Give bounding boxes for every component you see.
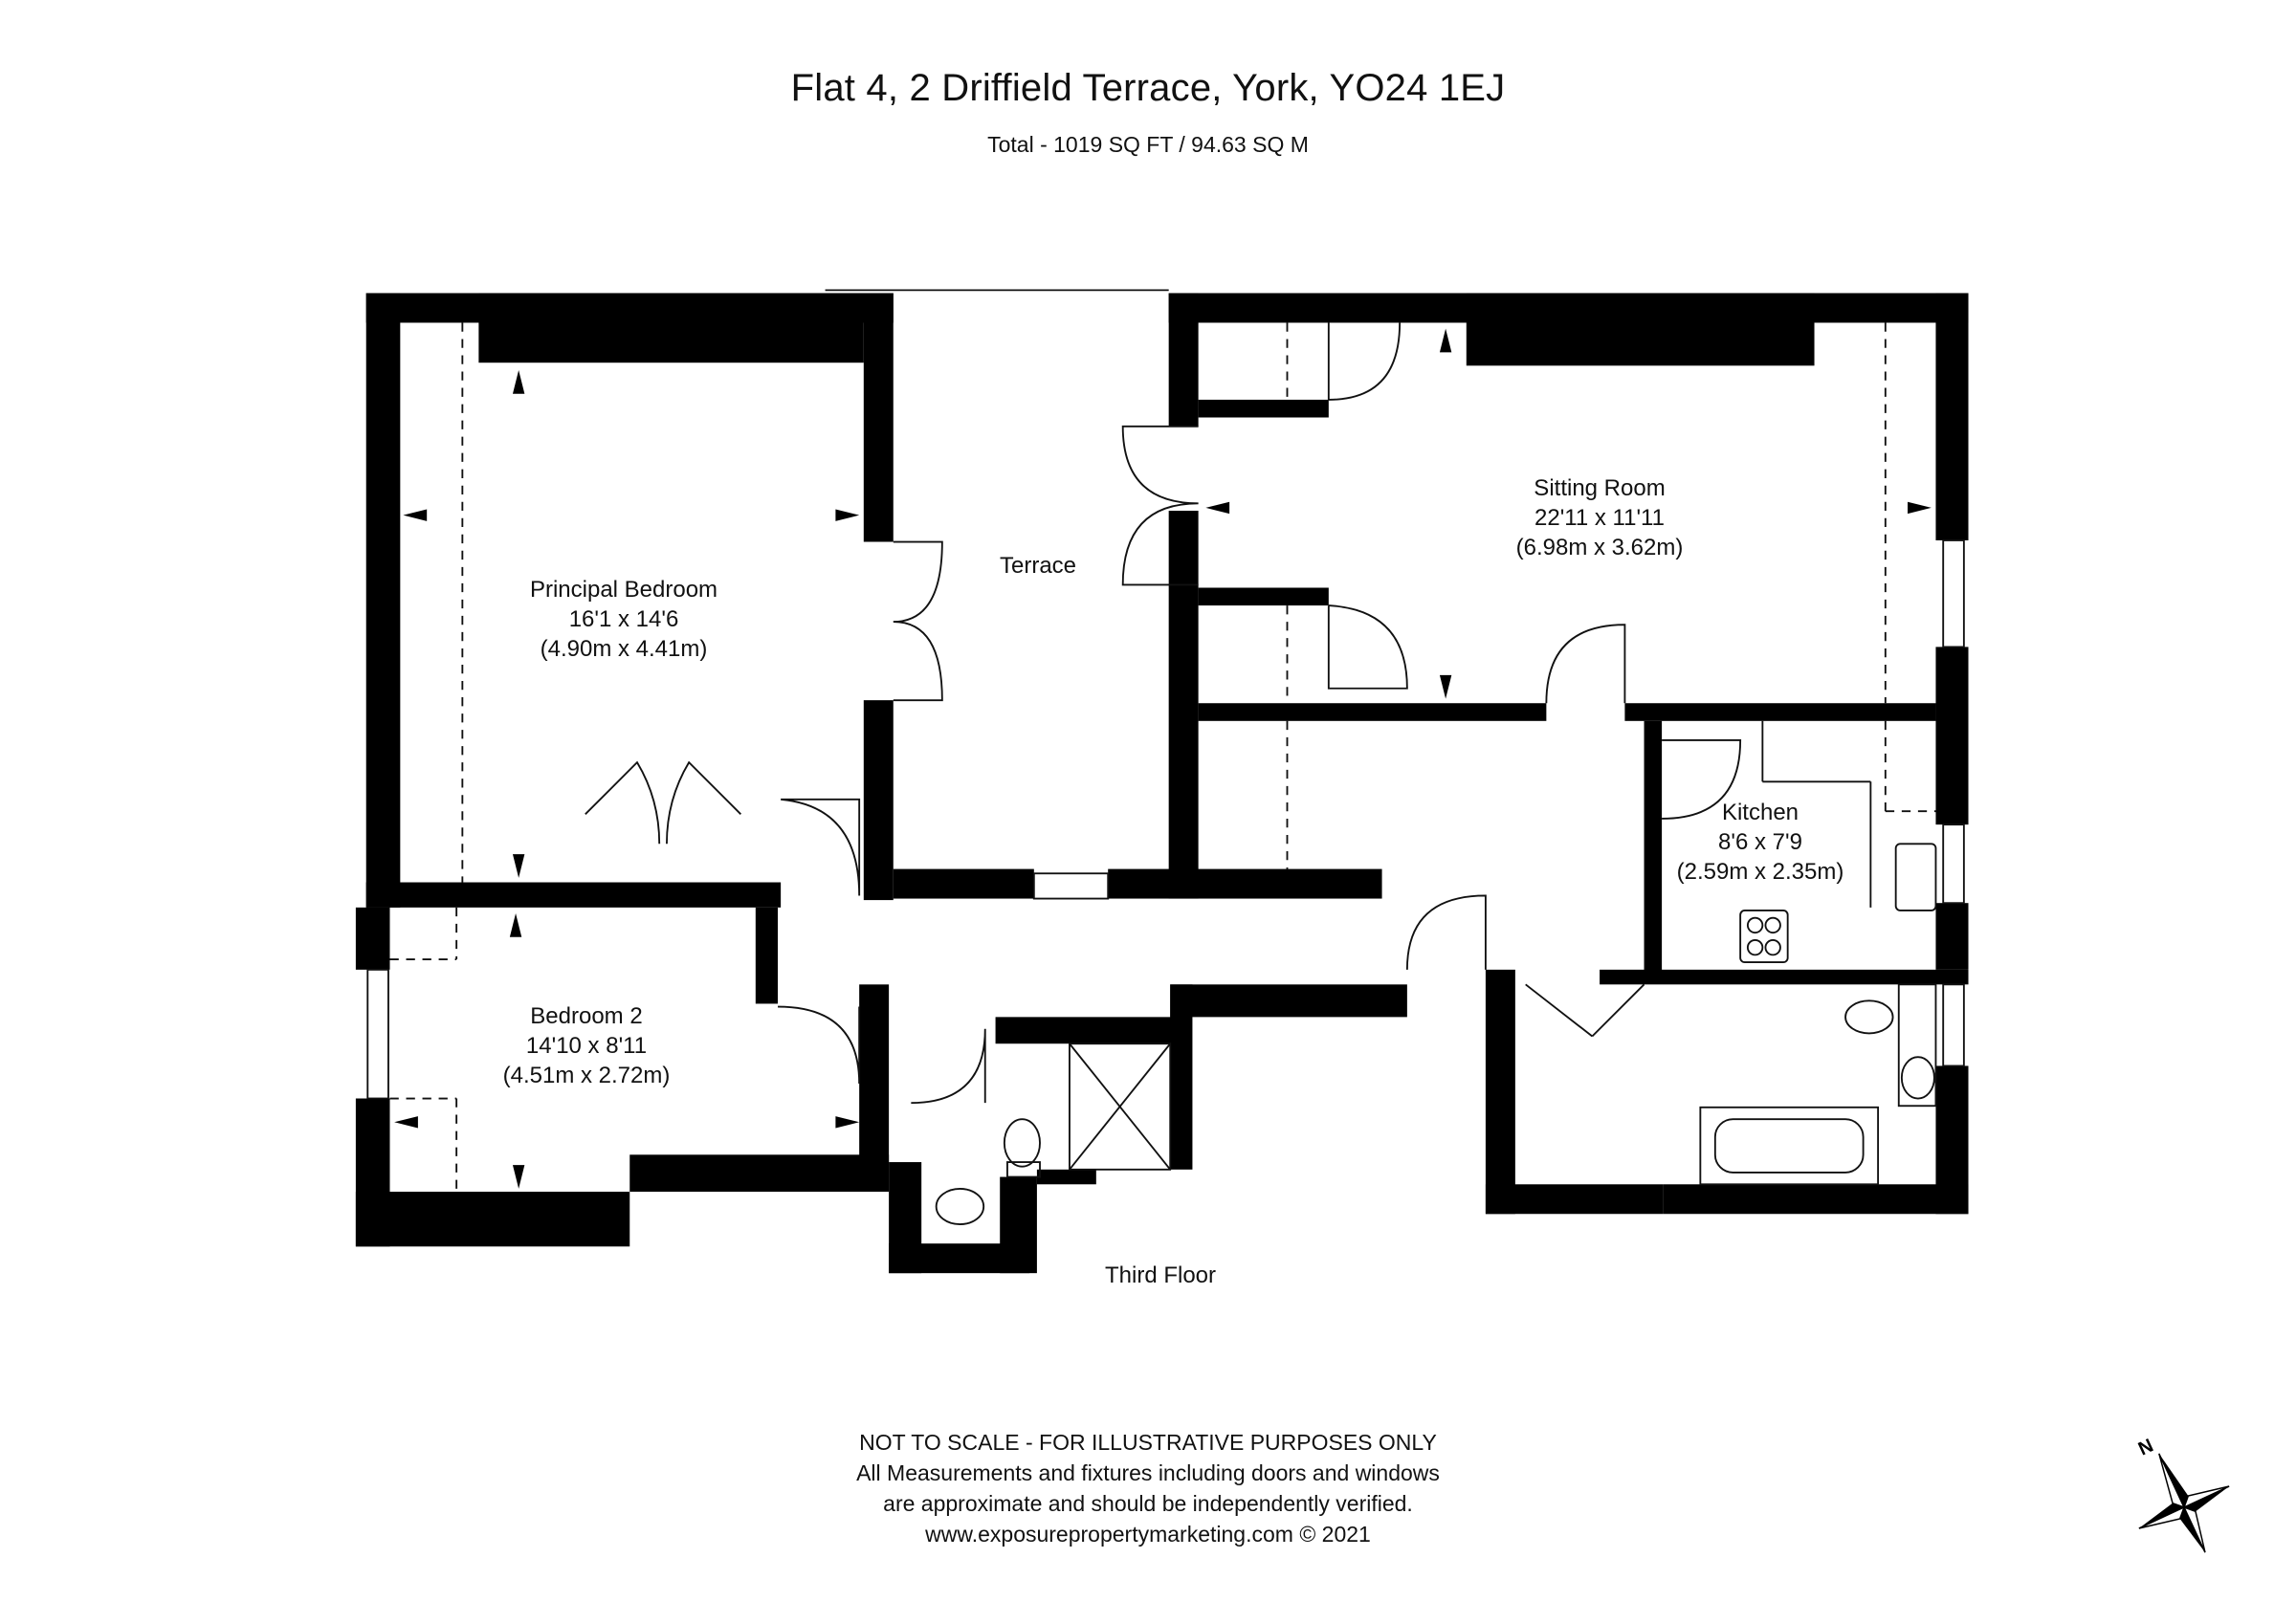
room-metric: (2.59m x 2.35m) [1676, 859, 1844, 885]
room-name: Sitting Room [1534, 475, 1666, 501]
room-name: Kitchen [1721, 800, 1799, 825]
room-name: Principal Bedroom [529, 577, 718, 603]
room-name: Bedroom 2 [530, 1003, 643, 1029]
total-area: Total - 1019 SQ FT / 94.63 SQ M [987, 132, 1309, 157]
north-compass-icon: N [2135, 1435, 2230, 1553]
room-terrace: Terrace [1000, 551, 1076, 581]
room-name: Terrace [999, 553, 1077, 579]
room-bedroom-2: Bedroom 2 14'10 x 8'11 (4.51m x 2.72m) [503, 1001, 671, 1090]
room-fixtures [366, 289, 1965, 1226]
room-metric: (6.98m x 3.62m) [1515, 535, 1684, 560]
plan-title: Flat 4, 2 Driffield Terrace, York, YO24 … [790, 67, 1506, 109]
disclaimer: NOT TO SCALE - FOR ILLUSTRATIVE PURPOSES… [0, 1427, 2296, 1549]
room-imperial: 14'10 x 8'11 [525, 1033, 648, 1059]
room-metric: (4.90m x 4.41m) [540, 636, 708, 662]
disclaimer-line-2: All Measurements and fixtures including … [856, 1460, 1440, 1485]
dimension-arrows [394, 328, 1932, 1189]
disclaimer-line-1: NOT TO SCALE - FOR ILLUSTRATIVE PURPOSES… [859, 1430, 1437, 1455]
room-imperial: 22'11 x 11'11 [1534, 505, 1665, 531]
floor-label: Third Floor [1104, 1262, 1217, 1288]
disclaimer-line-4: www.exposurepropertymarketing.com © 2021 [925, 1522, 1371, 1547]
room-principal-bedroom: Principal Bedroom 16'1 x 14'6 (4.90m x 4… [530, 575, 718, 664]
room-imperial: 16'1 x 14'6 [568, 606, 679, 632]
compass-north-label: N [2135, 1435, 2156, 1459]
walls [355, 293, 1969, 1274]
room-imperial: 8'6 x 7'9 [1718, 829, 1802, 855]
room-sitting-room: Sitting Room 22'11 x 11'11 (6.98m x 3.62… [1516, 473, 1684, 562]
disclaimer-line-3: are approximate and should be independen… [883, 1491, 1413, 1516]
room-metric: (4.51m x 2.72m) [502, 1063, 671, 1088]
room-kitchen: Kitchen 8'6 x 7'9 (2.59m x 2.35m) [1677, 798, 1844, 887]
